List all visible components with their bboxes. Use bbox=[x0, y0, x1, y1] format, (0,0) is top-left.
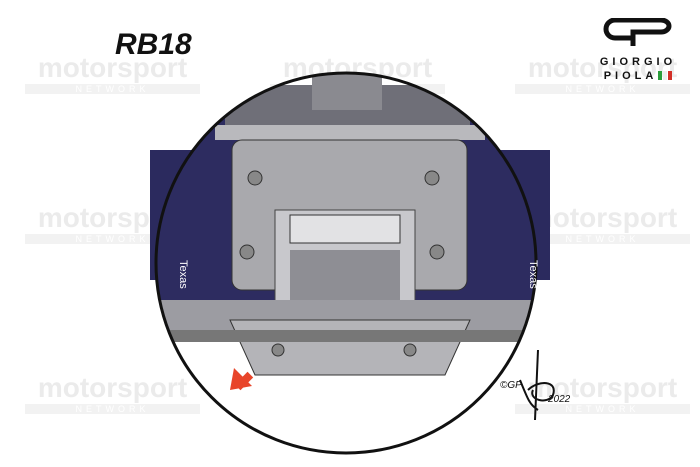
gp-logo-icon bbox=[603, 17, 672, 46]
svg-text:©GP: ©GP bbox=[500, 380, 522, 391]
frame-circle bbox=[154, 71, 538, 455]
livery-text-right: Texas bbox=[527, 260, 539, 289]
svg-text:2022: 2022 bbox=[547, 394, 571, 405]
page-title: RB18 bbox=[115, 28, 192, 61]
livery-text-left: Texas bbox=[177, 260, 189, 289]
artist-signature: ©GP 2022 bbox=[500, 349, 580, 425]
flag-green bbox=[658, 71, 663, 80]
flag-white bbox=[663, 71, 668, 80]
arrow-icon bbox=[230, 368, 254, 391]
giorgio-piola-logo: GIORGIO PIOLA bbox=[593, 17, 683, 83]
flag-red bbox=[668, 71, 673, 80]
